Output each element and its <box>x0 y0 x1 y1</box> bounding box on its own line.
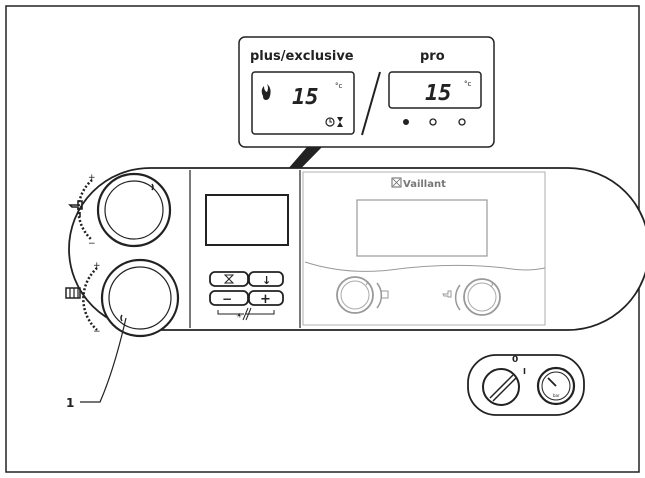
pro-button-2 <box>429 118 437 126</box>
secondary-knob-right[interactable] <box>463 278 501 316</box>
callout-left-label: plus/exclusive <box>250 49 354 64</box>
heating-minus-mark: − <box>93 327 101 337</box>
clock-icon <box>325 117 335 127</box>
lcd-unit-pro: °c <box>464 80 472 88</box>
callout-separator <box>361 71 381 136</box>
secondary-display-window <box>356 199 488 257</box>
panel-display-window <box>205 194 289 246</box>
lcd-temperature: 15 <box>292 85 319 110</box>
heating-knob[interactable] <box>100 258 180 338</box>
flame-icon <box>261 84 271 100</box>
label-number: 1 <box>66 396 74 410</box>
pressure-gauge: bar <box>536 366 576 406</box>
brand-logo: Vaillant <box>391 177 446 190</box>
pressure-panel: 0 I bar <box>467 354 585 416</box>
callout-right-label: pro <box>420 49 445 64</box>
heating-plus-mark: + <box>93 261 101 271</box>
hourglass-button[interactable] <box>209 271 249 287</box>
tap-icon-grey <box>442 290 452 298</box>
sun-icon: ☀ <box>236 312 242 320</box>
info-button[interactable]: ↓ <box>248 271 284 287</box>
hot-water-scale <box>77 179 93 241</box>
lcd-unit: °c <box>335 82 343 90</box>
radiator-icon-grey <box>380 290 389 299</box>
brand-name: Vaillant <box>403 179 446 190</box>
hot-water-knob[interactable] <box>96 172 172 248</box>
switch-off-label: 0 <box>512 355 518 365</box>
gauge-needle <box>547 377 557 387</box>
display-callout: plus/exclusive pro 15 °c 15 °c <box>238 36 495 196</box>
secondary-knob-left[interactable] <box>336 276 374 314</box>
cover-contour <box>304 261 546 272</box>
button-group: ↓ − + ☀ <box>209 271 284 321</box>
info-button-label: ↓ <box>262 274 271 287</box>
switch-on-label: I <box>523 367 526 376</box>
minus-button-label: − <box>222 292 232 306</box>
lcd-temperature-pro: 15 <box>425 81 452 106</box>
heating-scale <box>82 267 98 331</box>
control-panel: + − + − ↓ <box>65 167 645 338</box>
plus-button-label: + <box>260 292 271 307</box>
hot-water-minus-mark: − <box>88 239 96 249</box>
plus-button[interactable]: + <box>248 290 284 307</box>
minus-button[interactable]: − <box>209 290 249 306</box>
combination-bracket: ☀ <box>217 307 275 321</box>
lcd-display-plus: 15 °c <box>251 71 355 135</box>
main-switch[interactable] <box>482 368 520 406</box>
secondary-scale-right <box>454 284 461 311</box>
pro-button-3 <box>458 118 466 126</box>
radiator-icon <box>65 287 81 299</box>
gauge-unit: bar <box>553 393 560 398</box>
hot-water-plus-mark: + <box>88 173 96 183</box>
pro-button-1 <box>403 119 409 125</box>
hourglass-icon <box>337 117 343 127</box>
label-1: 1 <box>66 317 127 410</box>
lcd-display-pro: 15 °c <box>388 71 482 126</box>
label-leader-line <box>80 317 127 403</box>
